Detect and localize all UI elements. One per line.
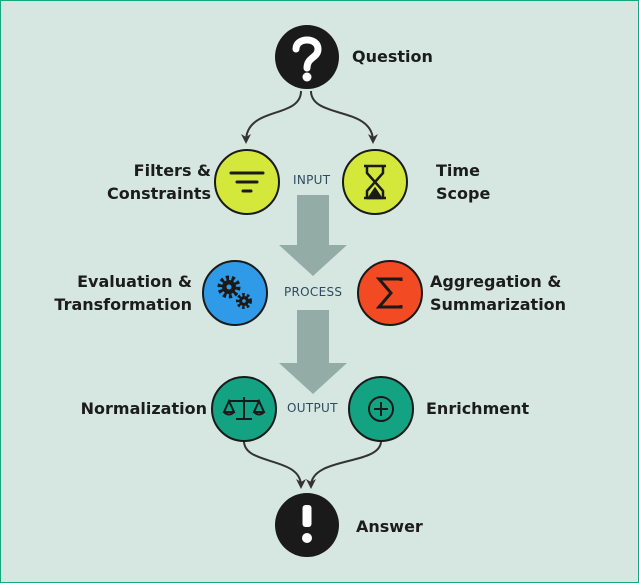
question-label: Question — [352, 47, 433, 66]
exclamation-icon — [302, 505, 312, 543]
question-node — [275, 25, 339, 89]
time-scope-label: Time Scope — [436, 159, 490, 205]
balance-scale-icon — [222, 397, 266, 420]
enrichment-node — [348, 376, 414, 442]
filters-label: Filters & Constraints — [107, 159, 211, 205]
answer-node — [275, 493, 339, 557]
evaluation-node — [202, 260, 268, 326]
evaluation-label-line-1: Evaluation & — [77, 272, 192, 291]
circled-plus-icon — [368, 396, 394, 422]
connector-normalization-to-answer — [243, 440, 306, 489]
enrichment-label: Enrichment — [426, 399, 530, 418]
normalization-node — [211, 376, 277, 442]
aggregation-label-line-2: Summarization — [430, 295, 567, 314]
flow-arrow-process-to-output — [279, 310, 347, 394]
aggregation-label: Aggregation & Summarization — [430, 270, 566, 316]
answer-label: Answer — [356, 517, 423, 536]
sigma-icon — [375, 277, 403, 309]
connector-enrichment-to-answer — [306, 440, 382, 489]
evaluation-label: Evaluation & Transformation — [54, 270, 192, 316]
filters-label-line-2: Constraints — [106, 184, 211, 203]
stage-input-label: INPUT — [293, 173, 331, 187]
evaluation-label-line-2: Transformation — [54, 295, 192, 314]
time-scope-label-line-1: Time — [436, 161, 480, 180]
question-mark-icon — [292, 36, 322, 82]
filter-icon — [229, 171, 265, 193]
normalization-label: Normalization — [80, 399, 207, 418]
connector-question-to-time-scope — [310, 90, 378, 144]
filters-label-line-1: Filters & — [133, 161, 211, 180]
time-scope-label-line-2: Scope — [436, 184, 491, 203]
gears-icon — [217, 275, 252, 309]
aggregation-label-line-1: Aggregation & — [430, 272, 562, 291]
stage-process-label: PROCESS — [284, 285, 343, 299]
flow-arrow-input-to-process — [279, 195, 347, 276]
stage-output-label: OUTPUT — [287, 401, 338, 415]
filters-node — [214, 149, 280, 215]
time-scope-node — [342, 149, 408, 215]
connector-question-to-filters — [241, 90, 302, 144]
hourglass-icon — [364, 164, 386, 200]
aggregation-node — [357, 260, 423, 326]
